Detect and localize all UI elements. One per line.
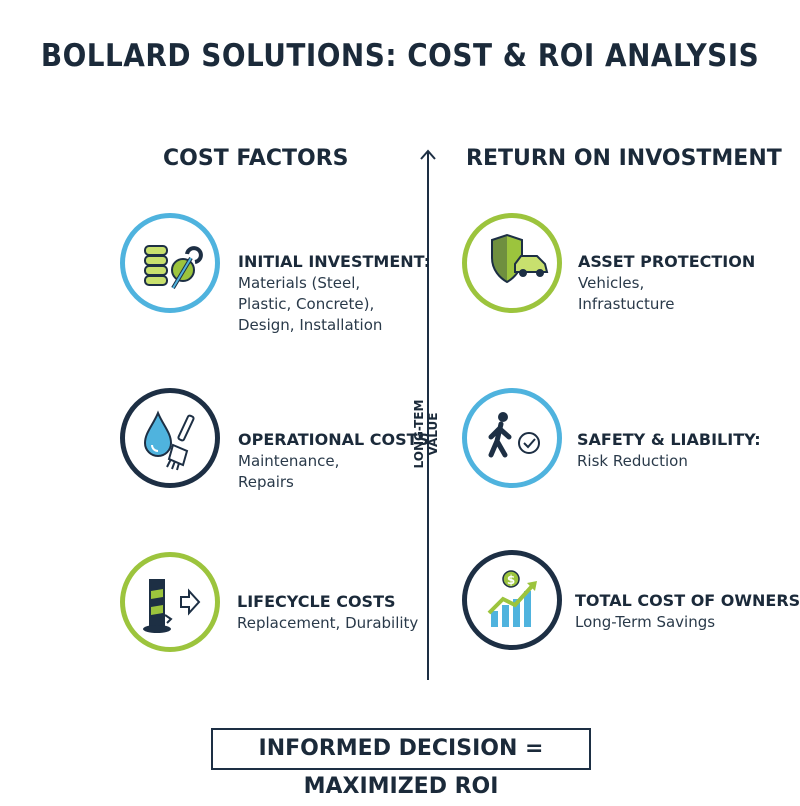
item-description: Long-Term Savings <box>575 612 765 633</box>
item-title: OPERATIONAL COSTS <box>238 430 430 449</box>
damaged-bollard-icon <box>120 552 220 652</box>
svg-text:$: $ <box>507 573 515 587</box>
item-title: LIFECYCLE COSTS <box>237 592 396 611</box>
initial-investment-text: INITIAL INVESTMENT: Materials (Steel, Pl… <box>238 252 431 336</box>
lifecycle-costs-text: LIFECYCLE COSTS Replacement, Durability <box>237 592 427 634</box>
item-description: Vehicles, Infrastucture <box>578 273 768 315</box>
desc-line: Replacement, Durability <box>237 614 419 632</box>
shield-vehicle-icon <box>462 213 562 313</box>
desc-line: Maintenance, <box>238 452 340 470</box>
item-description: Materials (Steel, Plastic, Concrete), De… <box>238 273 428 336</box>
item-title: INITIAL INVESTMENT: <box>238 252 431 271</box>
roi-heading: RETURN ON INVOSTMENT <box>466 146 782 171</box>
cost-factors-heading: COST FACTORS <box>163 146 349 171</box>
desc-line: Design, Installation <box>238 316 383 334</box>
desc-line: Repairs <box>238 473 294 491</box>
axis-arrow-up-icon <box>420 149 436 160</box>
item-title: SAFETY & LIABILITY: <box>577 430 761 449</box>
conclusion-box: INFORMED DECISION = MAXIMIZED ROI <box>211 728 591 799</box>
desc-line: Vehicles, <box>578 274 645 292</box>
page-title: BOLLARD SOLUTIONS: COST & ROI ANALYSIS <box>40 38 760 74</box>
item-description: Maintenance, Repairs <box>238 451 428 493</box>
desc-line: Risk Reduction <box>577 452 688 470</box>
asset-protection-text: ASSET PROTECTION Vehicles, Infrastucture <box>578 252 768 315</box>
total-cost-text: TOTAL COST OF OWNERSHIP Long-Term Saving… <box>575 591 800 633</box>
desc-line: Infrastucture <box>578 295 675 313</box>
drop-brush-icon <box>120 388 220 488</box>
item-title: TOTAL COST OF OWNERSHIP <box>575 591 800 610</box>
savings-growth-icon: $ <box>462 550 562 650</box>
item-title: ASSET PROTECTION <box>578 252 756 271</box>
desc-line: Long-Term Savings <box>575 613 716 631</box>
desc-line: Materials (Steel, <box>238 274 361 292</box>
safety-liability-text: SAFETY & LIABILITY: Risk Reduction <box>577 430 767 472</box>
operational-costs-text: OPERATIONAL COSTS Maintenance, Repairs <box>238 430 430 493</box>
pedestrian-check-icon <box>462 388 562 488</box>
long-term-value-axis <box>427 152 429 680</box>
materials-wrench-icon <box>120 213 220 313</box>
desc-line: Plastic, Concrete), <box>238 295 375 313</box>
item-description: Replacement, Durability <box>237 613 427 634</box>
item-description: Risk Reduction <box>577 451 767 472</box>
